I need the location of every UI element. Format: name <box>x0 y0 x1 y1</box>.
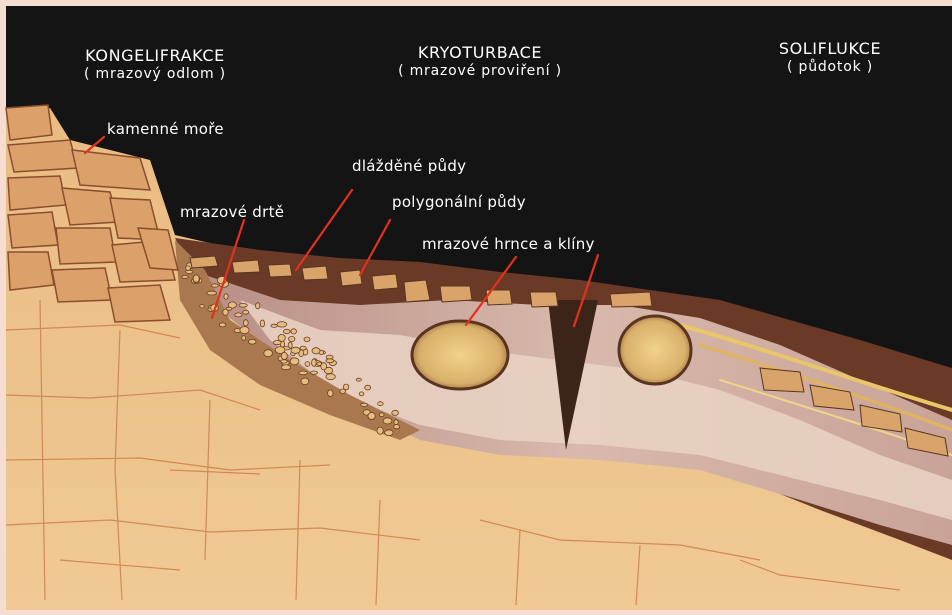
rubble-pebble <box>260 320 264 327</box>
rubble-pebble <box>394 425 400 429</box>
rubble-pebble <box>235 313 242 317</box>
rubble-pebble <box>385 430 393 436</box>
rubble-pebble <box>394 420 398 425</box>
label-kamenne-more: kamenné moře <box>107 120 224 138</box>
rubble-pebble <box>343 384 348 390</box>
rubble-pebble <box>243 320 248 326</box>
rubble-pebble <box>200 305 204 308</box>
rubble-pebble <box>290 358 299 365</box>
rubble-pebble <box>301 378 309 385</box>
header-kongelifrakce: KONGELIFRAKCE ( mrazový odlom ) <box>55 47 255 83</box>
label-dlazdene-pudy: dlážděné půdy <box>352 157 466 175</box>
rubble-pebble <box>312 348 320 354</box>
rubble-pebble <box>278 334 285 341</box>
rubble-pebble <box>193 275 199 282</box>
label-mrazove-drte: mrazové drtě <box>180 203 284 221</box>
rubble-pebble <box>185 270 193 273</box>
rubble-pebble <box>275 347 285 354</box>
rubble-pebble <box>264 350 273 357</box>
header-kryoturbace-title: KRYOTURBACE <box>370 44 590 62</box>
rubble-pebble <box>361 403 368 406</box>
header-soliflukce-title: SOLIFLUKCE <box>755 40 905 58</box>
rubble-pebble <box>271 324 277 327</box>
rubble-pebble <box>299 371 308 375</box>
rubble-pebble <box>326 355 333 359</box>
rubble-pebble <box>182 275 189 278</box>
rubble-pebble <box>212 284 219 287</box>
rubble-pebble <box>219 323 226 327</box>
rubble-pebble <box>223 309 228 315</box>
rubble-pebble <box>277 322 287 327</box>
rubble-pebble <box>283 329 290 333</box>
rubble-pebble <box>291 347 300 353</box>
rubble-pebble <box>326 359 334 363</box>
rubble-pebble <box>248 339 256 344</box>
frost-pot-left <box>412 321 508 389</box>
rubble-pebble <box>377 427 383 434</box>
rubble-pebble <box>356 378 361 381</box>
rubble-pebble <box>243 310 249 314</box>
rubble-pebble <box>368 413 375 420</box>
header-soliflukce: SOLIFLUKCE ( půdotok ) <box>755 40 905 76</box>
rubble-pebble <box>224 294 228 300</box>
header-soliflukce-subtitle: ( půdotok ) <box>755 58 905 76</box>
rubble-pebble <box>304 337 310 342</box>
rubble-pebble <box>242 336 246 341</box>
rubble-pebble <box>239 304 247 308</box>
rubble-pebble <box>281 353 287 360</box>
rubble-pebble <box>378 402 383 406</box>
label-polygonalni-pudy: polygonální půdy <box>392 193 526 211</box>
header-kongelifrakce-subtitle: ( mrazový odlom ) <box>55 65 255 83</box>
rubble-pebble <box>326 374 335 380</box>
rubble-pebble <box>365 385 371 390</box>
rubble-pebble <box>359 392 364 396</box>
rubble-pebble <box>186 266 191 270</box>
rubble-pebble <box>379 413 384 417</box>
label-mrazove-hrnce: mrazové hrnce a klíny <box>422 235 595 253</box>
header-kryoturbace: KRYOTURBACE ( mrazové proviření ) <box>370 44 590 80</box>
rubble-pebble <box>300 346 306 350</box>
rubble-pebble <box>305 362 310 367</box>
rubble-pebble <box>281 360 288 363</box>
rubble-pebble <box>392 410 399 415</box>
header-kryoturbace-subtitle: ( mrazové proviření ) <box>370 62 590 80</box>
rubble-pebble <box>281 365 290 370</box>
rubble-pebble <box>321 363 327 370</box>
header-kongelifrakce-title: KONGELIFRAKCE <box>55 47 255 65</box>
frost-pot-right <box>619 316 691 384</box>
rubble-pebble <box>240 327 249 334</box>
rubble-pebble <box>383 418 392 424</box>
rubble-pebble <box>311 371 318 374</box>
rubble-pebble <box>312 359 317 366</box>
rubble-pebble <box>207 291 217 295</box>
rubble-pebble <box>291 329 297 334</box>
rubble-pebble <box>289 336 295 341</box>
rubble-pebble <box>328 390 333 397</box>
rubble-pebble <box>256 303 260 309</box>
